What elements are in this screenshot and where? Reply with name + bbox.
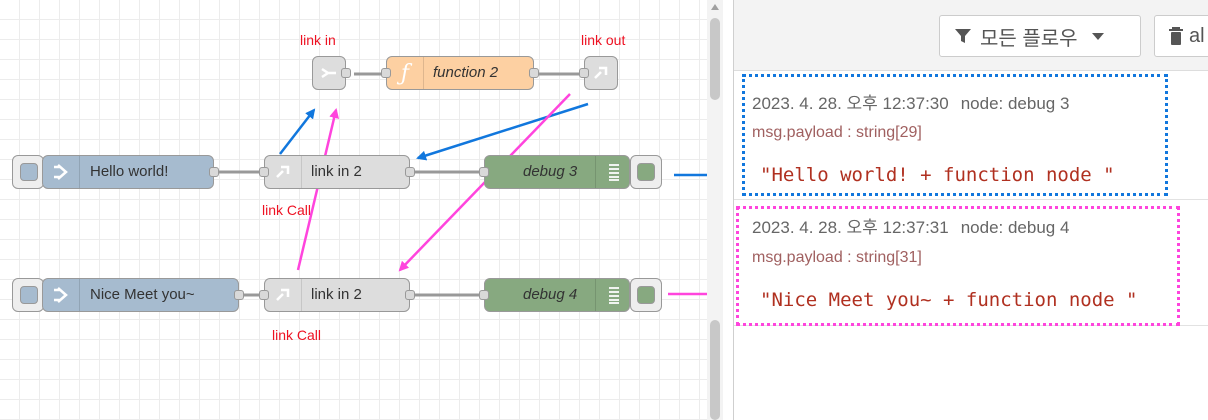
link-call-node-1[interactable]: link in 2 bbox=[259, 155, 415, 189]
function-output-port[interactable] bbox=[529, 68, 539, 78]
debug-input-port[interactable] bbox=[479, 290, 489, 300]
annotation-link-call-1: link Call bbox=[262, 202, 312, 218]
function-node[interactable]: ƒ function 2 bbox=[381, 56, 539, 90]
link-out-icon bbox=[585, 57, 617, 89]
debug-node-label: debug 3 bbox=[523, 163, 578, 180]
link-out-input-port[interactable] bbox=[579, 68, 589, 78]
highlight-box-pink bbox=[736, 206, 1180, 326]
debug-node-3[interactable]: debug 3 bbox=[479, 155, 632, 189]
filter-flows-label: 모든 플로우 bbox=[980, 27, 1078, 50]
link-out-node[interactable] bbox=[579, 56, 618, 90]
debug-node-label: debug 4 bbox=[523, 286, 578, 303]
debug-message-meta: 2023. 4. 28. 오후 12:37:31 node: debug 4 bbox=[752, 213, 1069, 238]
inject-node-nice[interactable]: Nice Meet you~ bbox=[42, 278, 244, 312]
inject-1-button[interactable] bbox=[12, 155, 44, 189]
panel-divider[interactable] bbox=[723, 0, 734, 420]
highlight-box-blue bbox=[742, 74, 1168, 196]
filter-icon bbox=[954, 27, 972, 45]
link-in-node[interactable] bbox=[312, 56, 351, 90]
inject-arrow-icon bbox=[43, 156, 80, 188]
clear-messages-button[interactable]: al bbox=[1154, 15, 1208, 57]
filter-flows-button[interactable]: 모든 플로우 bbox=[939, 15, 1141, 57]
debug-topic: msg.payload : string[31] bbox=[752, 249, 922, 266]
debug-toolbar: 모든 플로우 al bbox=[734, 0, 1208, 71]
link-icon bbox=[265, 279, 302, 311]
debug-node-4[interactable]: debug 4 bbox=[479, 278, 632, 312]
function-icon: ƒ bbox=[387, 57, 424, 89]
trash-icon bbox=[1167, 26, 1185, 46]
debug-payload[interactable]: "Nice Meet you~ + function node " bbox=[760, 289, 1138, 311]
annotation-link-in: link in bbox=[300, 32, 336, 48]
debug-3-toggle[interactable] bbox=[630, 155, 662, 189]
link-call-input-port[interactable] bbox=[259, 290, 269, 300]
debug-node-link[interactable]: node: debug 4 bbox=[960, 218, 1070, 237]
inject-node-label: Nice Meet you~ bbox=[90, 286, 195, 303]
debug-message-meta: 2023. 4. 28. 오후 12:37:30 node: debug 3 bbox=[752, 89, 1069, 114]
scroll-up-icon[interactable] bbox=[711, 4, 719, 10]
blue-arrow-linkout-return bbox=[416, 102, 589, 161]
caret-down-icon bbox=[1091, 32, 1104, 40]
inject-node-hello[interactable]: Hello world! bbox=[42, 155, 219, 189]
inject-arrow-icon bbox=[43, 279, 80, 311]
debug-node-link[interactable]: node: debug 3 bbox=[960, 94, 1070, 113]
link-call-output-port[interactable] bbox=[405, 167, 415, 177]
link-icon bbox=[265, 156, 302, 188]
annotation-link-out: link out bbox=[581, 32, 626, 48]
function-node-label: function 2 bbox=[433, 64, 499, 81]
inject-output-port[interactable] bbox=[234, 290, 244, 300]
annotation-link-call-2: link Call bbox=[272, 327, 322, 343]
debug-list-icon bbox=[595, 279, 632, 311]
link-call-label: link in 2 bbox=[311, 163, 362, 180]
inject-2-button[interactable] bbox=[12, 278, 44, 312]
debug-sidebar: 모든 플로우 al 2023. 4. 28. 오후 12:37:30 node: … bbox=[734, 0, 1208, 420]
debug-message[interactable]: 2023. 4. 28. 오후 12:37:31 node: debug 4 ms… bbox=[734, 200, 1208, 326]
debug-payload[interactable]: "Hello world! + function node " bbox=[760, 164, 1115, 186]
clear-messages-label: al bbox=[1189, 24, 1205, 47]
flow-workspace[interactable]: link in link out link Call link Call ƒ f… bbox=[0, 0, 707, 420]
workspace-scrollbar[interactable] bbox=[707, 0, 723, 420]
link-call-output-port[interactable] bbox=[405, 290, 415, 300]
debug-topic: msg.payload : string[29] bbox=[752, 124, 922, 141]
debug-message[interactable]: 2023. 4. 28. 오후 12:37:30 node: debug 3 ms… bbox=[734, 70, 1208, 200]
debug-timestamp: 2023. 4. 28. 오후 12:37:30 bbox=[752, 94, 949, 113]
link-call-node-2[interactable]: link in 2 bbox=[259, 278, 415, 312]
debug-list-icon bbox=[595, 156, 632, 188]
inject-node-label: Hello world! bbox=[90, 163, 169, 180]
debug-input-port[interactable] bbox=[479, 167, 489, 177]
scrollbar-thumb[interactable] bbox=[710, 18, 720, 100]
inject-output-port[interactable] bbox=[209, 167, 219, 177]
sidebar-resize-handle[interactable] bbox=[710, 320, 720, 420]
pink-arrow-to-linkin bbox=[296, 108, 340, 271]
debug-timestamp: 2023. 4. 28. 오후 12:37:31 bbox=[752, 218, 949, 237]
function-input-port[interactable] bbox=[381, 68, 391, 78]
link-call-input-port[interactable] bbox=[259, 167, 269, 177]
link-in-icon bbox=[313, 57, 345, 89]
link-in-output-port[interactable] bbox=[341, 68, 351, 78]
debug-4-toggle[interactable] bbox=[630, 278, 662, 312]
link-call-label: link in 2 bbox=[311, 286, 362, 303]
blue-arrow-to-linkin bbox=[279, 108, 316, 155]
